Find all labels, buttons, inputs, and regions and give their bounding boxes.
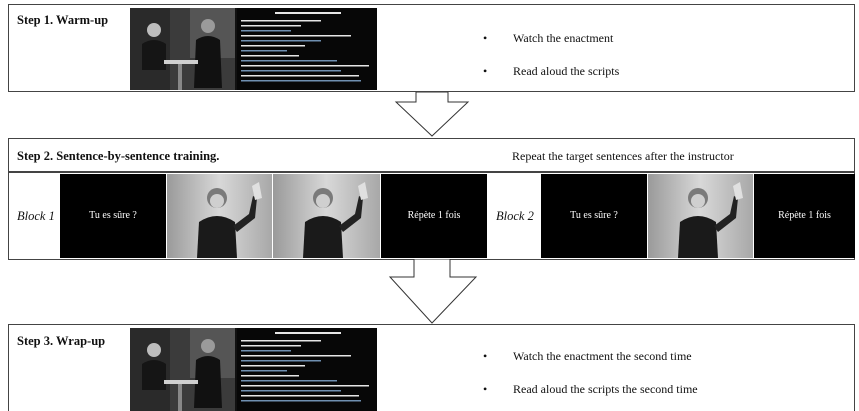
step1-bullet-text: Watch the enactment bbox=[513, 31, 614, 45]
block1-sentence-panel: Tu es sûre ? bbox=[60, 174, 166, 258]
block2-instructor-frame bbox=[648, 174, 753, 258]
bullet-dot-icon: • bbox=[483, 31, 488, 45]
enactment-photo bbox=[130, 328, 235, 411]
script-lines-image bbox=[241, 332, 369, 402]
step2-header-box bbox=[8, 138, 855, 172]
block2-sentence-panel: Tu es sûre ? bbox=[541, 174, 647, 258]
step1-video-screenshot bbox=[130, 8, 377, 90]
step3-bullet-text: Read aloud the scripts the second time bbox=[513, 382, 698, 396]
script-text-pane bbox=[237, 8, 377, 90]
step1-bullet-item: • Read aloud the scripts bbox=[483, 64, 619, 79]
enactment-scene-image bbox=[130, 328, 235, 411]
down-arrow-icon bbox=[394, 92, 470, 137]
block1-instructor-frame-1 bbox=[167, 174, 272, 258]
block1-prompt-panel: Répète 1 fois bbox=[381, 174, 487, 258]
script-lines-image bbox=[241, 12, 369, 82]
script-text-pane bbox=[237, 328, 377, 411]
block1-sentence-text: Tu es sûre ? bbox=[89, 210, 137, 221]
step3-bullet-item: • Watch the enactment the second time bbox=[483, 349, 698, 364]
step1-bullet-list: • Watch the enactment • Read aloud the s… bbox=[483, 31, 619, 79]
block2-sentence-text: Tu es sûre ? bbox=[570, 210, 618, 221]
block1-instructor-frame-2 bbox=[273, 174, 380, 258]
block2-prompt-text: Répète 1 fois bbox=[778, 210, 831, 221]
step2-instruction: Repeat the target sentences after the in… bbox=[512, 149, 734, 163]
block2-prompt-panel: Répète 1 fois bbox=[754, 174, 855, 258]
step1-bullet-item: • Watch the enactment bbox=[483, 31, 619, 46]
enactment-scene-image bbox=[130, 8, 235, 90]
down-arrow-icon bbox=[388, 259, 478, 324]
bullet-dot-icon: • bbox=[483, 349, 488, 363]
instructor-image bbox=[648, 174, 753, 258]
instructor-image bbox=[167, 174, 272, 258]
step2-title: Step 2. Sentence-by-sentence training. bbox=[17, 149, 220, 163]
instructor-image bbox=[273, 174, 380, 258]
block1-prompt-text: Répète 1 fois bbox=[407, 210, 461, 221]
step1-title: Step 1. Warm-up bbox=[17, 13, 109, 27]
step3-bullet-item: • Read aloud the scripts the second time bbox=[483, 382, 698, 397]
step3-bullet-list: • Watch the enactment the second time • … bbox=[483, 349, 698, 397]
enactment-photo bbox=[130, 8, 235, 90]
step3-title: Step 3. Wrap-up bbox=[17, 334, 106, 348]
step3-video-screenshot bbox=[130, 328, 377, 411]
block1-label: Block 1 bbox=[17, 209, 55, 223]
step3-bullet-text: Watch the enactment the second time bbox=[513, 349, 692, 363]
bullet-dot-icon: • bbox=[483, 64, 488, 78]
block2-label: Block 2 bbox=[496, 209, 534, 223]
bullet-dot-icon: • bbox=[483, 382, 488, 396]
step1-bullet-text: Read aloud the scripts bbox=[513, 64, 620, 78]
